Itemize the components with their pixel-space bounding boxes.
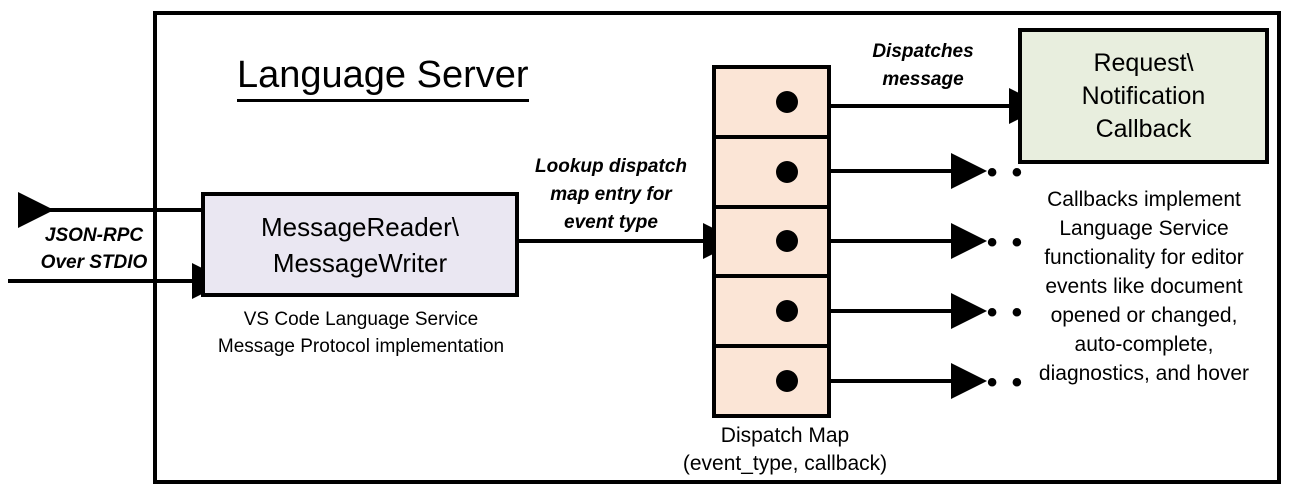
lookup-dispatch-label: Lookup dispatch map entry for event type xyxy=(516,153,706,237)
dispatch-map-row[interactable] xyxy=(716,139,827,209)
callback-line2: Notification xyxy=(1081,81,1206,110)
message-reader-writer-node[interactable]: MessageReader\ MessageWriter xyxy=(201,192,519,297)
callback-caption-line6: auto-complete, xyxy=(1074,333,1214,356)
message-reader-label: MessageReader\ xyxy=(261,211,459,242)
request-notification-callback-node[interactable]: Request\ Notification Callback xyxy=(1018,28,1269,164)
callback-caption-line3: functionality for editor xyxy=(1044,246,1244,269)
dispatches-message-label: Dispatches message xyxy=(838,38,1008,94)
callback-description-caption: Callbacks implement Language Service fun… xyxy=(1006,185,1282,388)
callback-dot-icon xyxy=(776,300,798,323)
callback-dot-icon xyxy=(776,370,798,393)
dispatch-map-row[interactable] xyxy=(716,348,827,414)
callback-line3: Callback xyxy=(1095,114,1192,143)
callback-caption-line4: events like document xyxy=(1045,275,1243,298)
language-server-boundary xyxy=(153,11,1281,484)
lookup-label-line2: map entry for xyxy=(550,184,672,205)
dispatch-map-table[interactable] xyxy=(712,65,831,418)
callback-dot-icon xyxy=(776,230,798,253)
ellipsis-row-3: • • • xyxy=(962,226,1026,259)
jsonrpc-label-line1: JSON-RPC xyxy=(44,225,144,246)
dispatch-map-row[interactable] xyxy=(716,209,827,279)
reader-caption-line1: VS Code Language Service xyxy=(243,309,479,330)
page-title: Language Server xyxy=(237,52,529,102)
callback-caption-line1: Callbacks implement xyxy=(1047,188,1241,211)
callback-dot-icon xyxy=(776,160,798,183)
message-writer-label: MessageWriter xyxy=(272,247,448,278)
dispatch-msg-line1: Dispatches xyxy=(872,41,974,62)
dispatch-map-row[interactable] xyxy=(716,69,827,139)
dispatch-map-row[interactable] xyxy=(716,278,827,349)
jsonrpc-label-line2: Over STDIO xyxy=(40,252,148,273)
lookup-label-line3: event type xyxy=(564,212,658,233)
dispatch-msg-line2: message xyxy=(882,69,964,90)
message-reader-writer-caption: VS Code Language Service Message Protoco… xyxy=(196,306,526,360)
ellipsis-row-5: • • • xyxy=(962,366,1026,399)
map-caption-line1: Dispatch Map xyxy=(720,424,850,447)
lookup-label-line1: Lookup dispatch xyxy=(535,156,687,177)
ellipsis-row-4: • • • xyxy=(962,296,1026,329)
dispatch-map-caption: Dispatch Map (event_type, callback) xyxy=(645,422,925,478)
reader-caption-line2: Message Protocol implementation xyxy=(217,336,505,357)
callback-caption-line7: diagnostics, and hover xyxy=(1038,362,1250,385)
callback-caption-line5: opened or changed, xyxy=(1050,304,1238,327)
map-caption-line2: (event_type, callback) xyxy=(682,452,888,475)
callback-caption-line2: Language Service xyxy=(1059,217,1229,240)
callback-line1: Request\ xyxy=(1093,48,1194,77)
jsonrpc-transport-label: JSON-RPC Over STDIO xyxy=(24,222,164,276)
ellipsis-row-2: • • • xyxy=(962,156,1026,189)
callback-dot-icon xyxy=(776,90,798,113)
